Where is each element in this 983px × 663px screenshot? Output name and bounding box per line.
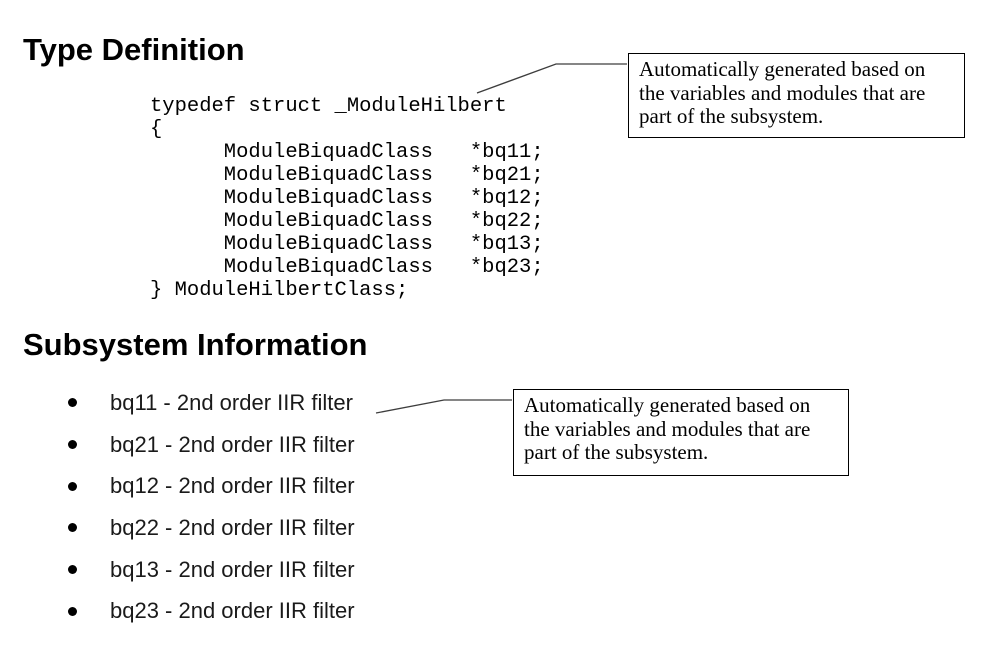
list-item: bq21 - 2nd order IIR filter (68, 424, 355, 466)
subsystem-list: bq11 - 2nd order IIR filter bq21 - 2nd o… (68, 382, 355, 632)
bullet-icon (68, 523, 77, 533)
bullet-icon (68, 565, 77, 575)
bullet-icon (68, 606, 77, 616)
list-item-label: bq23 - 2nd order IIR filter (110, 598, 355, 624)
bullet-icon (68, 398, 77, 408)
list-item-label: bq12 - 2nd order IIR filter (110, 473, 355, 499)
callout-top-text: Automatically generated based on the var… (639, 57, 926, 128)
list-item: bq12 - 2nd order IIR filter (68, 465, 355, 507)
list-item: bq23 - 2nd order IIR filter (68, 590, 355, 632)
list-item-label: bq22 - 2nd order IIR filter (110, 514, 355, 540)
list-item: bq13 - 2nd order IIR filter (68, 549, 355, 591)
list-item: bq22 - 2nd order IIR filter (68, 507, 355, 549)
callout-leader-line-bottom (375, 399, 512, 414)
typedef-code-block: typedef struct _ModuleHilbert { ModuleBi… (150, 95, 544, 302)
list-item-label: bq21 - 2nd order IIR filter (110, 431, 355, 457)
callout-box-top: Automatically generated based on the var… (628, 53, 965, 138)
type-definition-heading: Type Definition (23, 32, 245, 67)
subsystem-information-heading: Subsystem Information (23, 327, 368, 362)
callout-leader-line-top (476, 63, 627, 94)
bullet-icon (68, 481, 77, 491)
list-item-label: bq11 - 2nd order IIR filter (110, 389, 353, 415)
callout-box-bottom: Automatically generated based on the var… (513, 389, 849, 476)
list-item-label: bq13 - 2nd order IIR filter (110, 556, 355, 582)
callout-bottom-text: Automatically generated based on the var… (524, 393, 811, 464)
bullet-icon (68, 440, 77, 450)
list-item: bq11 - 2nd order IIR filter (68, 382, 355, 424)
